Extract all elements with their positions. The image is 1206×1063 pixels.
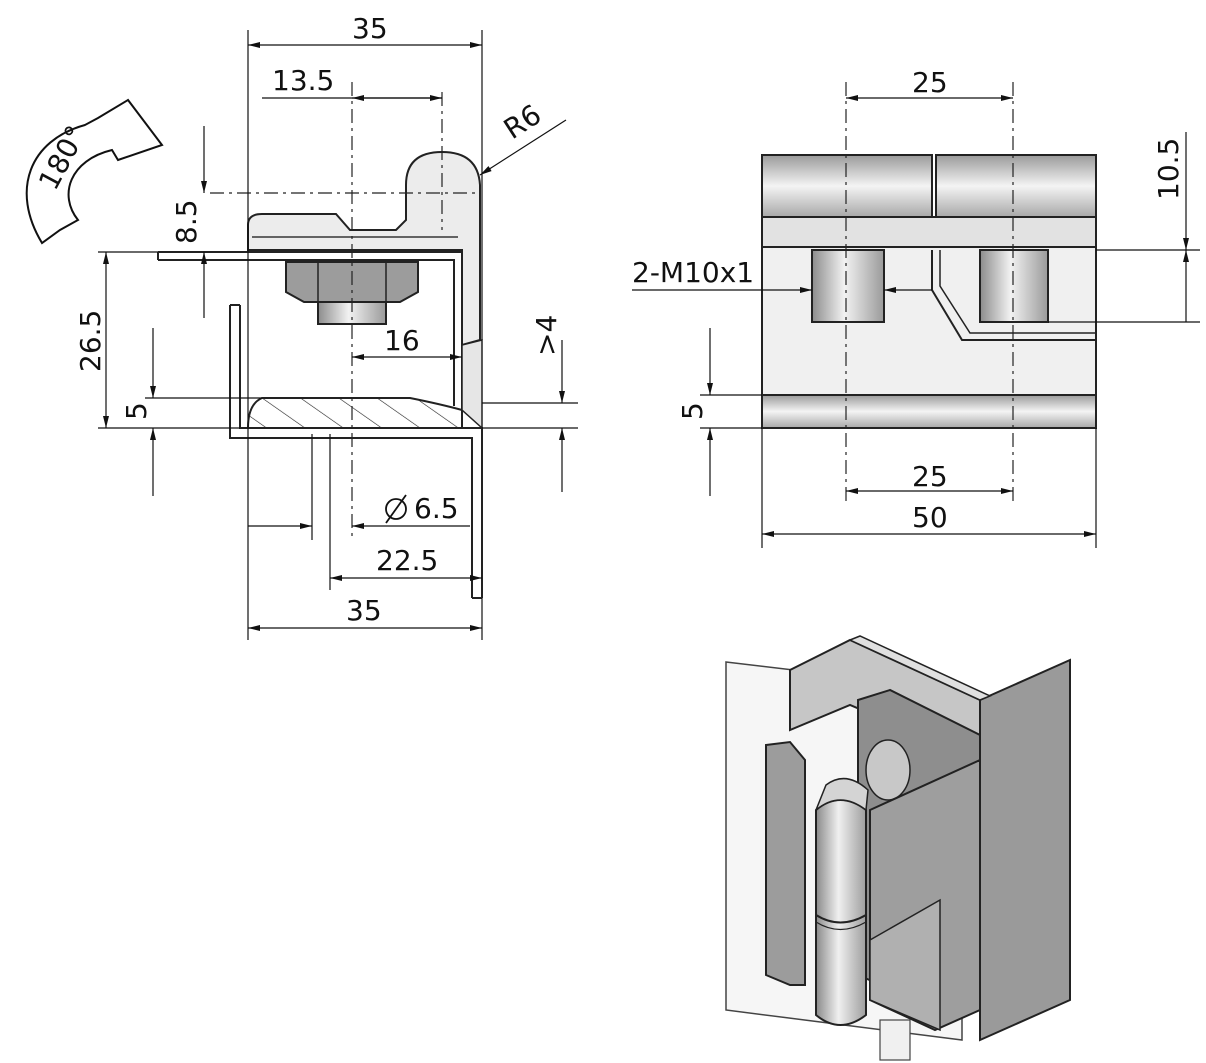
dim-hole-diameter: 6.5: [414, 492, 459, 525]
diameter-symbol-icon: [385, 494, 407, 524]
stud-right: [979, 249, 1049, 323]
dim-nut-offset: 16: [384, 324, 420, 357]
dim-width-top: 35: [352, 12, 388, 45]
dim-width-bottom: 35: [346, 594, 382, 627]
thread-label: 2-M10x1: [632, 256, 754, 289]
dim-width-front: 50: [912, 501, 948, 534]
stud-left: [811, 249, 885, 323]
dim-pitch-top: 25: [912, 66, 948, 99]
barrel-left: [761, 154, 933, 218]
hinge-body: [761, 216, 1097, 248]
lower-plate: [229, 305, 473, 598]
dim-height-upper: 8.5: [170, 199, 203, 244]
base-plate: [761, 394, 1097, 429]
dim-height-main: 26.5: [74, 310, 107, 372]
dim-plate-thickness: 5: [120, 402, 153, 420]
dim-hole-offset: 22.5: [376, 544, 438, 577]
dim-height-right: 10.5: [1152, 138, 1185, 200]
barrel-right: [935, 154, 1097, 218]
rotation-arrow-icon: 180°: [25, 98, 164, 245]
hatched-section: [246, 397, 463, 429]
dim-pitch-bottom: 25: [912, 460, 948, 493]
isometric-view: [725, 635, 1071, 1061]
front-view: 25 10.5 2-M10x1 5 25 50: [632, 66, 1200, 548]
dim-offset: 13.5: [272, 64, 334, 97]
dim-front-thickness: 5: [676, 402, 709, 420]
dim-radius: R6: [498, 98, 547, 146]
hinge-leaf: [247, 150, 481, 347]
side-view: 180°: [25, 12, 578, 640]
dim-gap: >4: [530, 315, 563, 356]
